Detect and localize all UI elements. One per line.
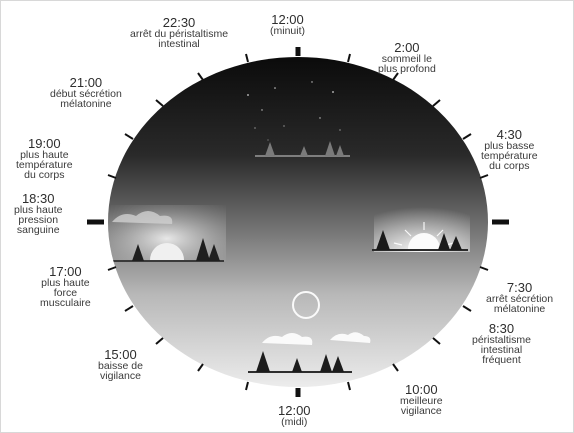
- desc-line: du corps: [489, 160, 530, 172]
- time-text: 19:00: [28, 136, 61, 151]
- desc-line: mélatonine: [493, 303, 546, 315]
- tree-icon: [256, 351, 344, 372]
- desc-line: température: [481, 150, 538, 162]
- time-text: 15:00: [104, 347, 137, 362]
- cloud-icon: [330, 332, 371, 343]
- desc-line: meilleure: [400, 395, 443, 407]
- desc-line: plus basse: [484, 140, 535, 152]
- time-text: 12:00: [278, 403, 311, 418]
- desc-line: musculaire: [40, 297, 91, 309]
- label-2100: 21:00 début sécrétion mélatonine: [50, 76, 122, 109]
- night-scene: [247, 81, 350, 157]
- desc-line: arrêt sécrétion: [486, 293, 554, 305]
- star-icon: [247, 81, 341, 141]
- time-text: 8:30: [488, 321, 515, 336]
- desc-line: plus haute: [41, 277, 90, 289]
- desc-line: pression: [18, 214, 59, 226]
- hour-ticks: [87, 47, 509, 397]
- label-0430: 4:30 plus basse température du corps: [481, 128, 538, 171]
- sky-disc: [108, 57, 488, 387]
- time-text: 7:30: [506, 280, 533, 295]
- sun-icon: [150, 243, 184, 260]
- label-1000: 10:00 meilleure vigilance: [400, 383, 443, 416]
- time-text: 17:00: [49, 264, 82, 279]
- desc-line: vigilance: [400, 405, 442, 417]
- label-1700: 17:00 plus haute force musculaire: [40, 265, 91, 308]
- label-0730: 7:30 arrêt sécrétion mélatonine: [486, 281, 553, 314]
- desc-line: mélatonine: [60, 98, 112, 110]
- desc-line: baisse de: [98, 360, 143, 372]
- label-0200: 2:00 sommeil le plus profond: [378, 41, 436, 74]
- sun-icon: [292, 291, 320, 319]
- time-text: 21:00: [69, 75, 103, 90]
- desc-line: plus haute: [20, 149, 69, 161]
- label-0830: 8:30 péristaltisme intestinal fréquent: [472, 322, 531, 365]
- time-text: 22:30: [162, 15, 196, 30]
- desc-line: début sécrétion: [50, 88, 122, 100]
- desc-line: vigilance: [100, 370, 141, 382]
- label-1830: 18:30 plus haute pression sanguine: [14, 192, 62, 235]
- label-2230: 22:30 arrêt du péristaltisme intestinal: [130, 16, 228, 49]
- desc-line: force: [53, 287, 78, 299]
- label-1900: 19:00 plus haute température du corps: [16, 137, 73, 180]
- cloud-icon: [262, 333, 313, 345]
- midday-scene: [248, 291, 371, 373]
- desc-line: sanguine: [16, 224, 60, 236]
- desc-line: péristaltisme: [472, 334, 531, 346]
- desc-line: plus profond: [378, 63, 436, 75]
- desc-line: intestinal: [158, 38, 200, 50]
- label-midnight: 12:00 (minuit): [270, 13, 305, 36]
- desc-line: (midi): [281, 416, 308, 428]
- desc-line: du corps: [24, 169, 65, 181]
- desc-line: température: [16, 159, 73, 171]
- time-text: 12:00: [271, 12, 304, 27]
- time-text: 2:00: [394, 40, 420, 55]
- sunrise-scene: [372, 202, 470, 252]
- tree-icon: [265, 141, 344, 156]
- tree-icon: [376, 230, 462, 250]
- time-text: 10:00: [405, 382, 438, 397]
- cloud-icon: [112, 211, 173, 224]
- desc-line: sommeil le: [381, 53, 432, 65]
- desc-line: fréquent: [482, 354, 521, 366]
- desc-line: (minuit): [270, 25, 306, 37]
- label-1500: 15:00 baisse de vigilance: [98, 348, 143, 381]
- desc-line: arrêt du péristaltisme: [130, 28, 229, 40]
- label-midday: 12:00 (midi): [278, 404, 311, 427]
- sun-icon: [393, 222, 455, 249]
- time-text: 4:30: [496, 127, 522, 142]
- desc-line: plus haute: [14, 204, 63, 216]
- tree-icon: [132, 238, 220, 261]
- desc-line: intestinal: [480, 344, 523, 356]
- sunset-scene: [108, 205, 226, 262]
- time-text: 18:30: [21, 191, 55, 206]
